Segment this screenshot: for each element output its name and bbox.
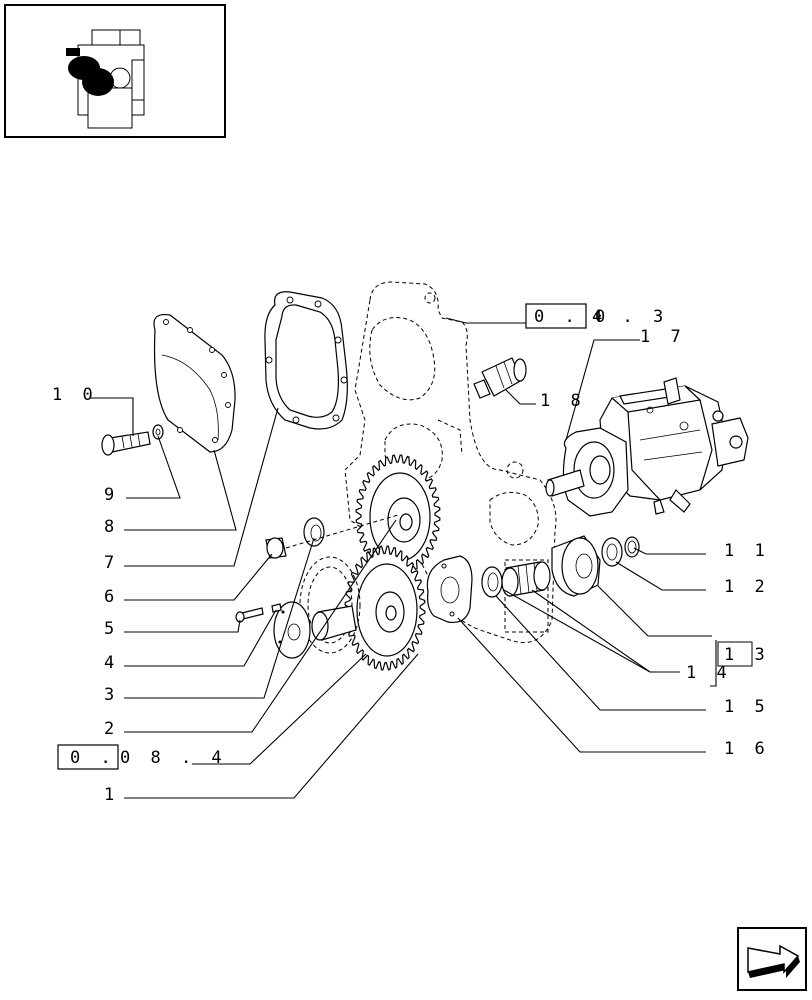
callout-16: 1 6	[724, 739, 770, 759]
callout-8: 8	[104, 517, 119, 537]
hub-bushing	[265, 537, 287, 559]
ref-left-boxed: 0 .	[70, 748, 116, 768]
callout-4: 4	[104, 653, 119, 673]
hub-pin	[271, 603, 282, 613]
ref-top-boxed: 0 . 0	[534, 307, 610, 327]
callout-3: 3	[104, 685, 119, 705]
ref-link-top[interactable]: 0 . 0 4 . 3	[525, 303, 668, 329]
engine-thumbnail-icon[interactable]	[4, 4, 226, 138]
cover-washer	[152, 424, 164, 440]
callout-13-box	[717, 641, 753, 667]
cover-plate	[153, 313, 236, 453]
ref-top-tail: 4 . 3	[592, 307, 668, 327]
callout-17: 1 7	[640, 327, 686, 347]
callout-2: 2	[104, 719, 119, 739]
pump-gasket	[426, 555, 473, 624]
sensor-plug	[473, 357, 527, 399]
callout-11: 1 1	[724, 541, 770, 561]
shaft-seal-ring	[481, 566, 503, 598]
next-page-arrow-icon[interactable]	[737, 927, 807, 991]
callout-18: 1 8	[540, 391, 586, 411]
back-gear-outline	[299, 556, 361, 654]
ref-left-tail: 0 8 . 4	[120, 748, 227, 768]
callout-14: 1 4	[686, 663, 732, 683]
shaft-bearing	[501, 561, 551, 597]
hub-spacer	[303, 517, 325, 547]
cover-bolt	[101, 431, 151, 456]
callout-1: 1	[104, 785, 119, 805]
callout-labels: 1 0 9 8 7 6 5 4 3 2 1 1 7 1 8 1 1 1 2 1 …	[52, 327, 770, 805]
callout-13: 1 3	[724, 645, 770, 665]
callout-5: 5	[104, 619, 119, 639]
lower-gear	[344, 545, 426, 671]
upper-gear	[355, 454, 441, 576]
callout-12: 1 2	[724, 577, 770, 597]
pump-drive-flange	[551, 535, 601, 597]
callout-9: 9	[104, 485, 119, 505]
callout-6: 6	[104, 587, 119, 607]
callout-15: 1 5	[724, 697, 770, 717]
hub-bolt	[235, 607, 264, 623]
cover-gasket	[264, 291, 348, 430]
timing-case-outline	[344, 281, 557, 643]
retaining-rings	[601, 536, 640, 567]
callout-7: 7	[104, 553, 119, 573]
injection-pump	[545, 377, 749, 517]
leader-lines	[90, 317, 717, 799]
ref-link-left[interactable]: 0 . 0 8 . 4	[57, 744, 227, 770]
callout-10: 1 0	[52, 385, 98, 405]
gear-hub	[273, 601, 357, 659]
